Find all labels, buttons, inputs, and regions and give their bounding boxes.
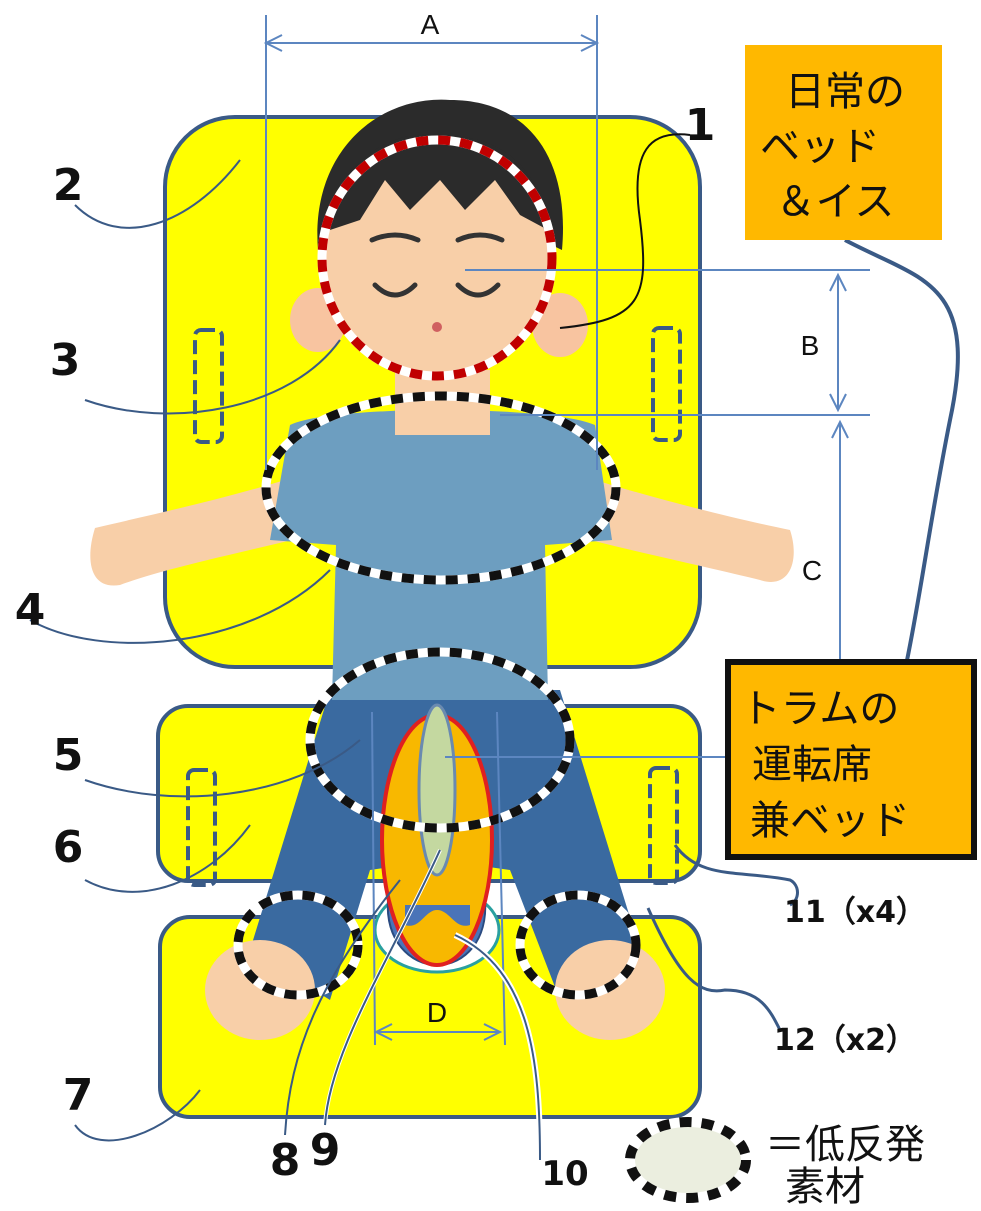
dim-c-label: C (802, 555, 822, 586)
part-label-9: 9 (310, 1125, 341, 1176)
leader-9b (324, 849, 441, 1126)
tram-box-line1: トラムの (741, 686, 900, 732)
part-label-7: 7 (63, 1070, 94, 1121)
belt-slot-upper-right (651, 326, 682, 442)
legend-line1: ＝低反発 (765, 1122, 925, 1168)
daily-use-box: 日常の ベッド ＆イス (745, 45, 942, 240)
pad-center (417, 703, 457, 877)
dimension-lines (263, 15, 870, 1046)
leader-6 (84, 824, 251, 893)
legend: ＝低反発 素材 (625, 1117, 925, 1210)
part-label-11: 11（x4） (784, 895, 926, 930)
dimension-labels: A B C D (421, 9, 822, 1028)
leader-lines (29, 133, 960, 1161)
tram-box-line3: 兼ベッド (750, 798, 910, 844)
tram-box-line2: 運転席 (752, 742, 872, 788)
leader-12 (646, 907, 782, 1031)
belt-slot-lower-right (648, 766, 679, 885)
leader-2 (74, 159, 241, 229)
daily-box-line3: ＆イス (776, 179, 895, 225)
leader-8 (284, 879, 401, 1136)
hip-zone (305, 647, 575, 833)
leader-3 (84, 339, 341, 415)
left-foot (205, 940, 315, 1040)
pad-notch (405, 905, 470, 926)
crotch-pad (373, 703, 501, 974)
right-arm (590, 480, 794, 582)
leader-11 (673, 844, 799, 907)
belt-slot-upper-left (193, 328, 224, 444)
part-label-2: 2 (53, 160, 84, 211)
torso (270, 410, 612, 700)
left-knee-zone (233, 890, 363, 1000)
part-label-10: 10 (541, 1154, 588, 1194)
part-label-3: 3 (50, 335, 81, 386)
leader-box-link (844, 238, 960, 671)
part-label-6: 6 (53, 822, 84, 873)
right-eye (455, 282, 501, 298)
leader-5 (84, 739, 361, 798)
part-label-4: 4 (15, 585, 46, 636)
face (322, 160, 552, 380)
right-knee-zone (515, 890, 641, 1000)
mouth (432, 322, 442, 332)
part-label-1: 1 (685, 100, 716, 151)
child-figure (90, 99, 794, 1040)
belt-slots (186, 326, 682, 887)
daily-box-line2: ベッド (760, 124, 880, 170)
left-arm (90, 480, 292, 586)
part-number-labels: 1 2 3 4 5 6 7 8 9 10 11（x4） 12（x2） (15, 100, 926, 1194)
leader-4 (29, 569, 331, 644)
tram-use-box: トラムの 運転席 兼ベッド (725, 659, 977, 860)
head-zone (317, 135, 557, 381)
part-label-8: 8 (270, 1135, 301, 1186)
dim-d-label: D (427, 997, 447, 1028)
legend-line2: 素材 (785, 1164, 865, 1210)
belt-slot-lower-left (186, 768, 217, 887)
daily-box-line1: 日常の (785, 69, 905, 115)
part-label-5: 5 (53, 730, 84, 781)
right-brow (455, 232, 505, 243)
left-brow (369, 232, 421, 243)
leader-1 (559, 133, 691, 329)
dim-a-label: A (421, 9, 440, 40)
left-eye (372, 282, 418, 298)
chest-zone (261, 391, 621, 585)
dim-b-label: B (801, 330, 820, 361)
soft-zones (233, 135, 641, 1000)
part-label-12: 12（x2） (774, 1023, 916, 1058)
leader-7 (74, 1089, 201, 1142)
leader-10b (454, 934, 541, 1161)
right-ear (532, 293, 588, 357)
neck (395, 370, 490, 435)
